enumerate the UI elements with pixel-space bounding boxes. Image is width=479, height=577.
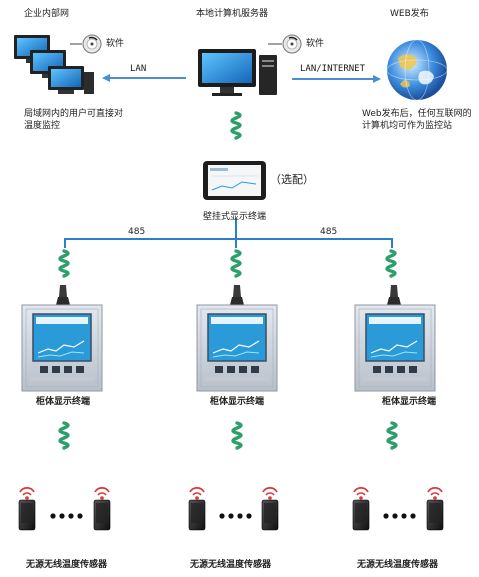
bus-485-label: 485 xyxy=(128,227,146,237)
server-title: 本地计算机服务器 xyxy=(196,9,269,19)
coil-antenna-icon xyxy=(58,249,70,278)
cable-connector-icon xyxy=(56,285,70,305)
web-desc-line2: 计算机均可作为监控站 xyxy=(362,121,453,131)
wireless-sensor-icon xyxy=(261,486,279,531)
ellipsis-dots xyxy=(50,513,83,519)
intranet-title: 企业内部网 xyxy=(24,9,70,19)
cabinet-terminal-label: 柜体显示终端 xyxy=(210,397,265,407)
lan-internet-label: LAN/INTERNET xyxy=(300,64,366,74)
ellipsis-dots xyxy=(219,513,252,519)
software-disc-icon xyxy=(282,34,302,54)
software-disc-icon xyxy=(82,34,102,54)
wireless-sensor-icon xyxy=(426,486,444,531)
sensor-group-label: 无源无线温度传感器 xyxy=(26,560,108,570)
coil-antenna-icon xyxy=(230,111,242,140)
wireless-sensor-icon xyxy=(188,486,206,531)
cable-connector-icon xyxy=(387,285,401,305)
server-icon xyxy=(198,49,277,96)
coil-antenna-icon xyxy=(58,421,70,450)
ellipsis-dots xyxy=(383,513,416,519)
software-label: 软件 xyxy=(106,39,125,49)
bus-485-label: 485 xyxy=(320,227,338,237)
optional-label: （选配） xyxy=(270,173,314,186)
intranet-desc-line1: 局域网内的用户可直接对 xyxy=(24,109,124,119)
web-desc-line1: Web发布后，任何互联网的 xyxy=(362,109,472,119)
globe-icon xyxy=(386,39,448,101)
web-publish-title: WEB发布 xyxy=(390,9,429,19)
touch-panel-icon xyxy=(203,161,266,200)
coil-antenna-icon xyxy=(230,249,242,278)
coil-antenna-icon xyxy=(231,421,243,450)
software-label: 软件 xyxy=(306,39,325,49)
cabinet-terminal-label: 柜体显示终端 xyxy=(36,397,91,407)
cabinet-terminal-icon xyxy=(196,304,278,392)
internet-arrow xyxy=(292,75,381,83)
lan-arrow xyxy=(102,74,186,82)
cabinet-terminal-icon xyxy=(21,304,103,392)
sensor-group-label: 无源无线温度传感器 xyxy=(190,560,272,570)
intranet-desc-line2: 温度监控 xyxy=(24,121,61,131)
wireless-sensor-icon xyxy=(18,486,36,531)
coil-antenna-icon xyxy=(386,421,398,450)
wireless-sensor-icon xyxy=(93,486,111,531)
wall-terminal-label: 壁挂式显示终端 xyxy=(203,212,267,222)
sensor-group-label: 无源无线温度传感器 xyxy=(357,560,439,570)
coil-antenna-icon xyxy=(385,249,397,278)
cabinet-terminal-icon xyxy=(354,304,436,392)
cabinet-terminal-label: 柜体显示终端 xyxy=(382,397,437,407)
wireless-sensor-icon xyxy=(352,486,370,531)
lan-label: LAN xyxy=(130,64,147,74)
computer-icon xyxy=(14,35,94,94)
cable-connector-icon xyxy=(230,285,244,305)
